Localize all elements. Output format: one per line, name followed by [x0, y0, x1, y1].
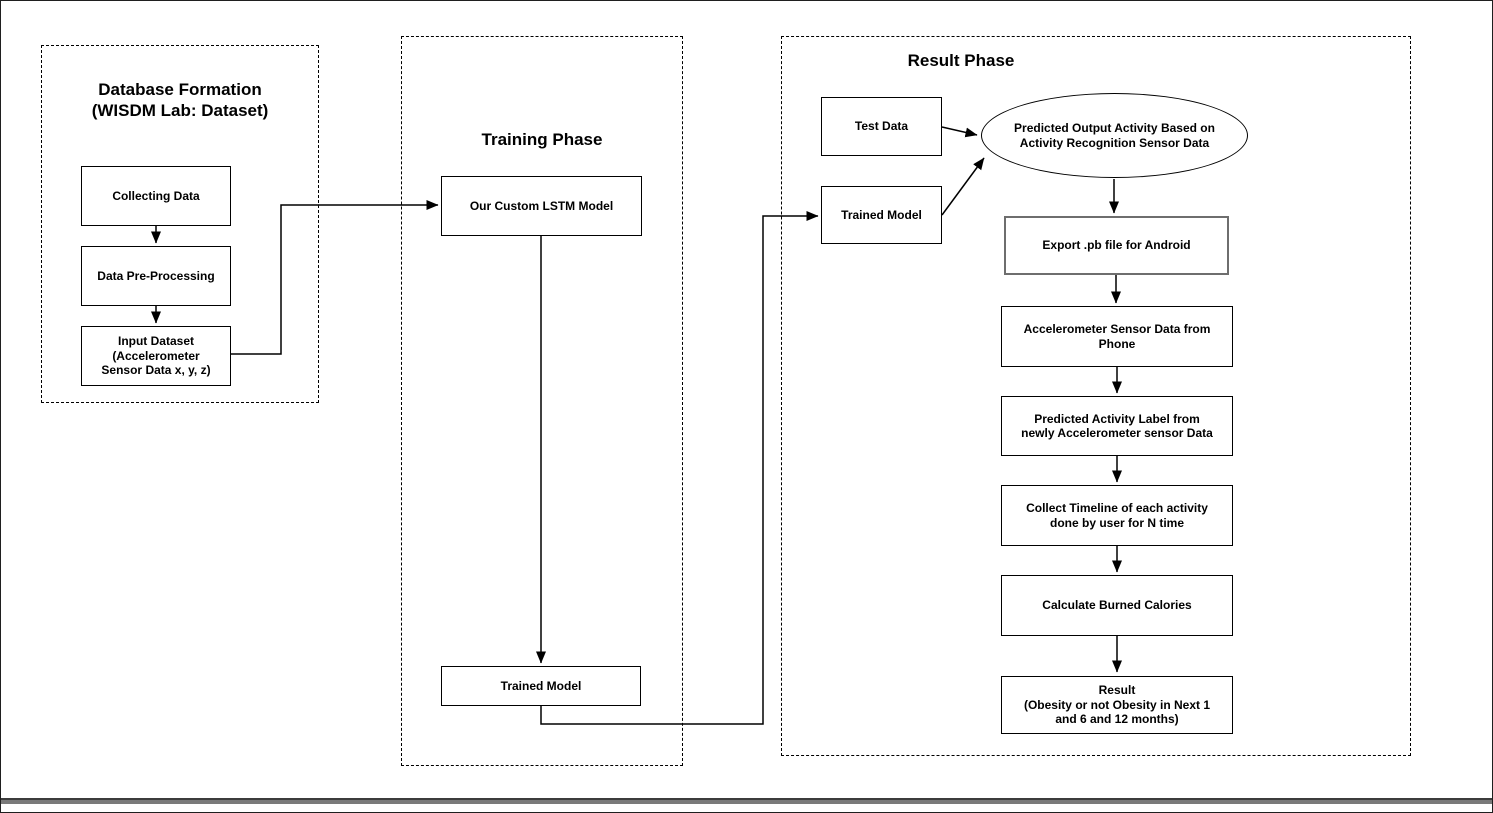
node-test-data: Test Data — [821, 97, 942, 156]
node-trained-model-result: Trained Model — [821, 186, 942, 244]
node-accelerometer-sensor-data: Accelerometer Sensor Data from Phone — [1001, 306, 1233, 367]
node-data-preprocessing: Data Pre-Processing — [81, 246, 231, 306]
node-custom-lstm-model: Our Custom LSTM Model — [441, 176, 642, 236]
phase-result — [781, 36, 1411, 756]
node-calculate-burned-calories: Calculate Burned Calories — [1001, 575, 1233, 636]
node-trained-model-training: Trained Model — [441, 666, 641, 706]
node-export-pb-file: Export .pb file for Android — [1004, 216, 1229, 275]
phase-training — [401, 36, 683, 766]
ellipse-predicted-output-activity: Predicted Output Activity Based on Activ… — [981, 93, 1248, 178]
node-collecting-data: Collecting Data — [81, 166, 231, 226]
title-result-phase: Result Phase — [907, 51, 1015, 70]
window-bottom-edge — [1, 798, 1492, 804]
title-database-formation: Database Formation (WISDM Lab: Dataset) — [91, 80, 269, 121]
node-predicted-activity-label: Predicted Activity Label from newly Acce… — [1001, 396, 1233, 456]
phase-database-formation — [41, 45, 319, 403]
node-collect-timeline: Collect Timeline of each activity done b… — [1001, 485, 1233, 546]
node-result: Result (Obesity or not Obesity in Next 1… — [1001, 676, 1233, 734]
title-training-phase: Training Phase — [481, 130, 603, 149]
node-input-dataset: Input Dataset (Accelerometer Sensor Data… — [81, 326, 231, 386]
